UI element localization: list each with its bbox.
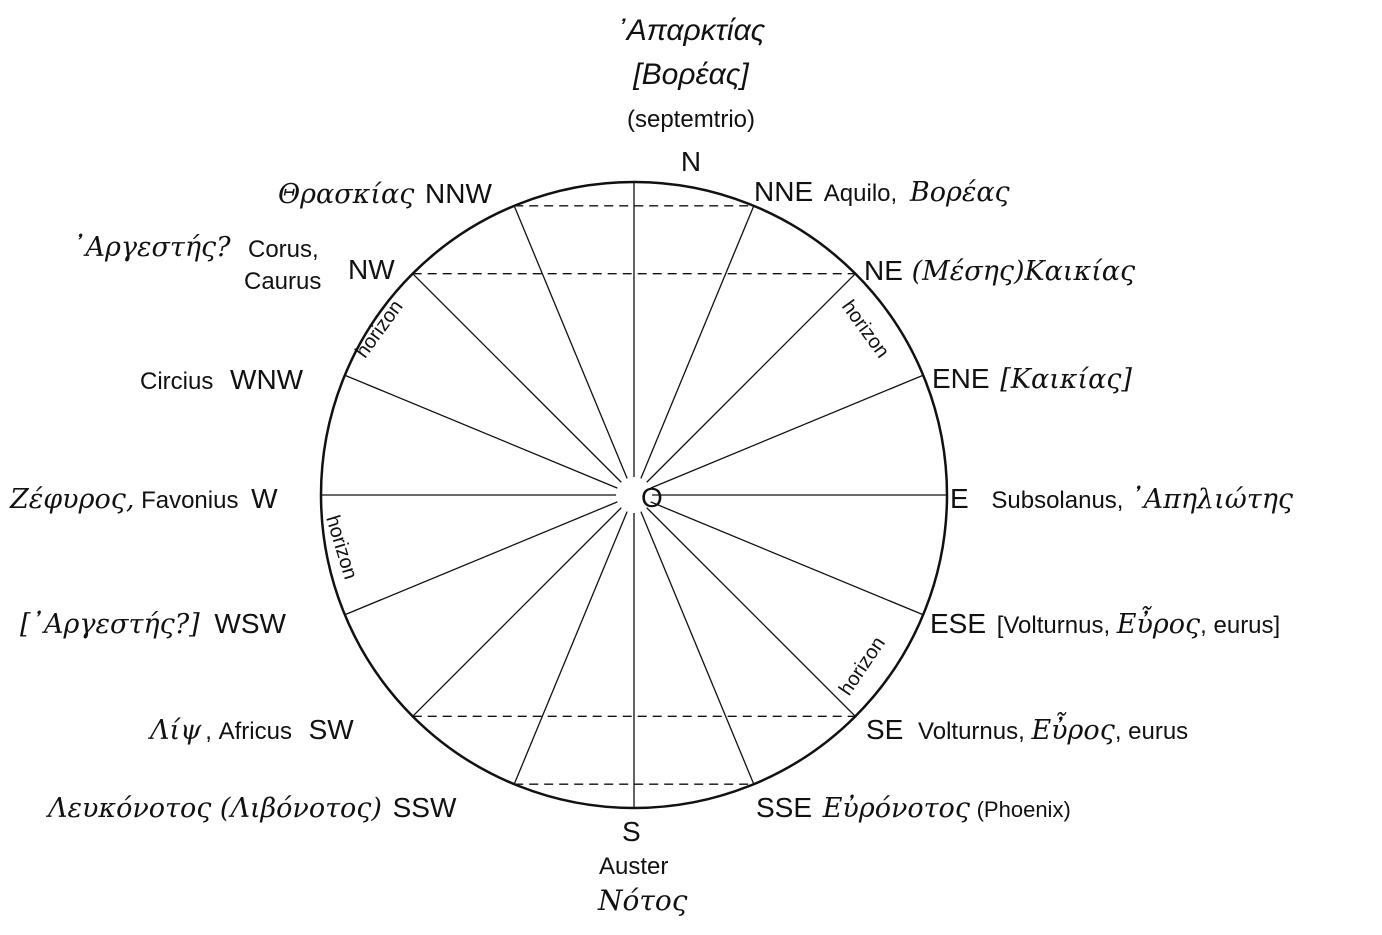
sw-greek-name: Λίψ [150, 715, 202, 746]
ese-latin-post: , eurus] [1200, 612, 1281, 639]
ssw-greek-name: Λευκόνοτος (Λιβόνοτος) [48, 793, 382, 824]
nw-greek-name: ᾿Αργεστής? [72, 232, 231, 263]
south-latin-name: Auster [599, 853, 669, 880]
ray-se [646, 507, 856, 717]
north-greek-alt-name: [Βορέας] [633, 58, 749, 91]
nne-abbr: NNE [754, 176, 814, 207]
se-latin-post: , eurus [1114, 718, 1189, 745]
south-abbr: S [622, 816, 641, 847]
sw-label: Λίψ, Africus SW [150, 716, 354, 746]
ray-nw [412, 273, 622, 483]
ese-label: ESE [Volturnus, Εὖρος, eurus] [930, 610, 1280, 640]
north-latin-name: (septemtrio) [626, 106, 756, 133]
ssw-abbr: SSW [392, 792, 457, 823]
wnw-latin-name: Circius [140, 368, 214, 395]
ene-abbr: ENE [932, 363, 990, 394]
nw-latin-name-2: Caurus [244, 268, 322, 295]
nnw-greek-name: Θρασκίας [278, 179, 415, 210]
ray-sse [640, 511, 755, 785]
center-label: O [641, 482, 663, 513]
w-label: Ζέφυρος, Favonius W [10, 485, 278, 515]
wsw-greek-name: [᾿Αργεστής?] [20, 609, 200, 640]
wsw-label: [᾿Αργεστής?] WSW [20, 610, 286, 640]
wsw-abbr: WSW [214, 608, 286, 639]
ne-greek-name: (Μέσης)Καικίας [911, 256, 1136, 287]
ray-wsw [344, 501, 618, 616]
ese-greek-name: Εὖρος [1116, 609, 1201, 640]
ne-label: NE (Μέσης)Καικίας [864, 257, 1135, 287]
ray-nnw [513, 205, 628, 479]
south-greek-name: Νότος [598, 884, 688, 917]
ne-abbr: NE [864, 255, 903, 286]
se-abbr: SE [866, 714, 904, 745]
sw-abbr: SW [308, 714, 354, 745]
sse-greek-name: Εὐρόνοτος [822, 793, 970, 824]
nnw-abbr: NNW [425, 178, 492, 209]
wnw-abbr: WNW [230, 364, 304, 395]
nne-label: NNE Aquilo, Βορέας [754, 178, 1010, 208]
w-latin-name: Favonius [141, 487, 239, 514]
nne-greek-name: Βορέας [909, 177, 1010, 208]
ray-ne [646, 273, 856, 483]
ray-ese [650, 501, 924, 616]
sw-latin-name: , Africus [205, 718, 292, 745]
sse-latin-name: (Phoenix) [976, 797, 1071, 822]
nne-latin-name: Aquilo, [823, 180, 898, 207]
wind-rays [321, 182, 947, 808]
ray-ssw [513, 511, 628, 785]
ene-label: ENE [Καικίας] [932, 365, 1132, 395]
w-abbr: W [251, 483, 278, 514]
e-latin-name: Subsolanus, [991, 487, 1124, 514]
ray-sw [412, 507, 622, 717]
ese-latin-pre: [Volturnus, [996, 612, 1111, 639]
ray-wnw [344, 374, 618, 489]
ray-ene [650, 374, 924, 489]
e-greek-name: ᾿Απηλιώτης [1130, 484, 1293, 515]
north-abbr: N [680, 146, 702, 177]
se-greek-name: Εὖρος [1031, 715, 1115, 746]
ssw-label: Λευκόνοτος (Λιβόνοτος) SSW [48, 794, 456, 824]
nnw-label: Θρασκίας NNW [278, 180, 492, 210]
se-label: SE Volturnus, Εὖρος, eurus [866, 716, 1188, 746]
se-latin-name: Volturnus, [918, 718, 1025, 745]
ese-abbr: ESE [930, 608, 987, 639]
horizon-chords [412, 205, 856, 785]
e-label: E Subsolanus, ᾿Απηλιώτης [950, 485, 1293, 515]
nw-latin-name-1: Corus, [248, 236, 319, 263]
e-abbr: E [950, 483, 969, 514]
ene-greek-name: [Καικίας] [1000, 364, 1132, 395]
wnw-label: Circius WNW [140, 366, 303, 396]
sse-label: SSE Εὐρόνοτος (Phoenix) [756, 794, 1071, 824]
nw-abbr: NW [348, 254, 395, 285]
sse-abbr: SSE [756, 792, 813, 823]
ray-nne [640, 205, 755, 479]
north-greek-name: ᾿Απαρκτίας [616, 14, 766, 47]
w-greek-name: Ζέφυρος, [10, 484, 135, 515]
